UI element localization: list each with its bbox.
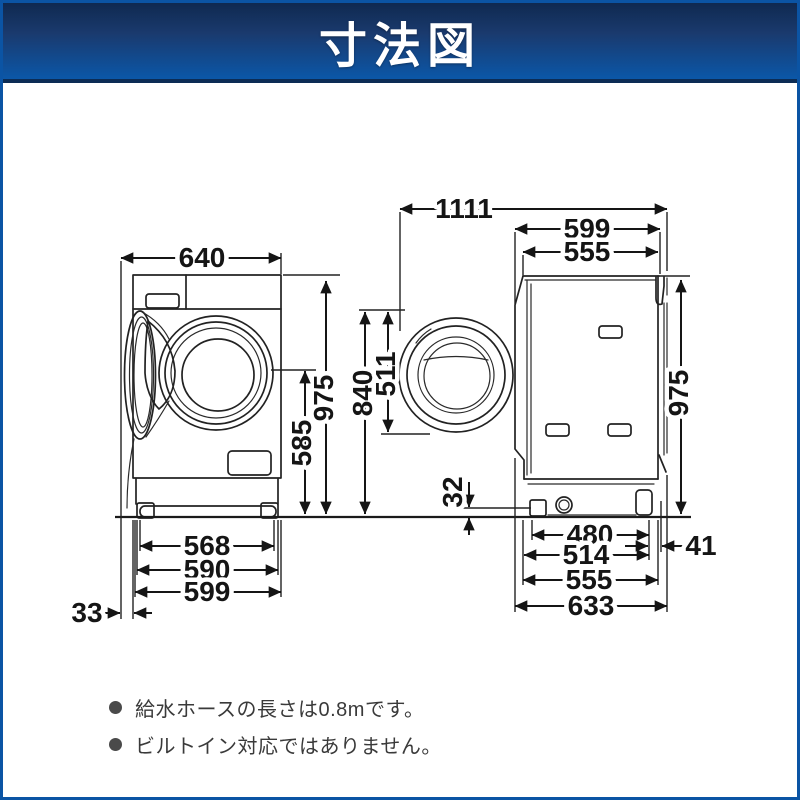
depth-max-label: 599	[564, 213, 611, 244]
front-width-label: 640	[179, 242, 226, 273]
drain-cap	[555, 496, 573, 514]
note-item: 給水ホースの長さは0.8mです。	[109, 693, 442, 722]
depth-514-label: 514	[563, 539, 610, 570]
door-top-height-label: 840	[347, 370, 378, 417]
base-width-label: 590	[184, 554, 231, 585]
footnotes: 給水ホースの長さは0.8mです。 ビルトイン対応ではありません。	[109, 693, 442, 767]
control-display	[145, 293, 180, 309]
front-view-drawing	[123, 274, 282, 519]
note-item: ビルトイン対応ではありません。	[109, 730, 442, 759]
note-text: ビルトイン対応ではありません。	[135, 736, 442, 758]
side-height-label: 975	[663, 370, 694, 417]
open-door-side	[398, 317, 514, 433]
bullet-icon	[109, 738, 122, 751]
bullet-icon	[109, 701, 122, 714]
rear-gap-label: 41	[685, 530, 716, 561]
side-view-drawing	[398, 275, 668, 517]
page-title: 寸法図	[318, 20, 481, 73]
bottom-gap-label: 32	[437, 476, 468, 507]
door-center-height-label: 585	[286, 420, 317, 467]
note-text: 給水ホースの長さは0.8mです。	[135, 699, 425, 721]
side-view-dimensions: 1111 599 555 840 511 975 32 480 41 514 5…	[343, 189, 722, 626]
depth-door-open-label: 1111	[435, 193, 493, 224]
feet-span-label: 480	[567, 519, 614, 550]
feet-width-label: 568	[184, 530, 231, 561]
depth-with-rear-label: 633	[568, 590, 615, 621]
front-view-dimensions: 640 975 585 568 590 599 33	[67, 238, 344, 633]
left-protrusion-label: 33	[71, 597, 102, 628]
body-width-label: 599	[184, 576, 231, 607]
front-height-label: 975	[308, 375, 339, 422]
open-door-front	[123, 310, 176, 509]
drawer-front	[227, 450, 272, 476]
header-banner: 寸法図	[3, 3, 797, 83]
hose-hook	[655, 276, 665, 306]
depth-body-label: 555	[564, 236, 611, 267]
door-opening-label: 511	[370, 351, 401, 396]
depth-555-label: 555	[566, 564, 613, 595]
dimension-diagram: 640 975 585 568 590 599 33 1111 599 555	[67, 189, 722, 633]
